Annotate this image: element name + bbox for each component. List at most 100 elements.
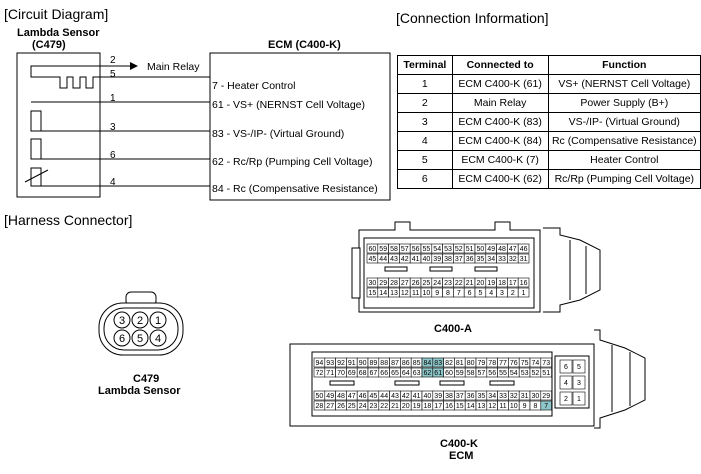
c400a-pin: 17 — [509, 280, 517, 287]
c479-pin: 4 — [155, 333, 161, 345]
connected-to-cell: ECM C400-K (84) — [451, 131, 549, 151]
c400k-pin: 66 — [380, 370, 388, 377]
ecm-wire-vs-minus: 83 - VS-/IP- (Virtual Ground) — [212, 128, 345, 140]
c400a-pin: 57 — [401, 246, 409, 253]
sensor-pin-3: 3 — [110, 122, 116, 133]
c400a-pin: 8 — [446, 290, 450, 297]
c400a-pin: 56 — [412, 246, 420, 253]
c400k-pin: 18 — [424, 403, 432, 410]
ecm-wire-rc-rp: 62 - Rc/Rp (Pumping Cell Voltage) — [212, 156, 373, 168]
c400a-pin: 5 — [478, 290, 482, 297]
c400k-pin: 46 — [359, 393, 367, 400]
c400a-pin: 60 — [369, 246, 377, 253]
c400a-pin: 12 — [401, 290, 409, 297]
c400k-pin: 87 — [391, 360, 399, 367]
c400k-pin: 79 — [478, 360, 486, 367]
c479-pin-circle — [131, 329, 149, 347]
c400k-pin: 56 — [488, 370, 496, 377]
c400k-side-pin-box — [559, 375, 573, 390]
c400a-pin: 24 — [433, 280, 441, 287]
c479-pin: 2 — [137, 315, 143, 327]
c400k-pin: 74 — [532, 360, 540, 367]
c479-sub-label: Lambda Sensor — [98, 385, 181, 397]
c400a-pin: 13 — [390, 290, 398, 297]
c400k-pin: 54 — [510, 370, 518, 377]
c400k-pin: 53 — [521, 370, 529, 377]
function-cell: Power Supply (B+) — [547, 93, 701, 113]
c400a-pin: 54 — [433, 246, 441, 253]
c400k-pin: 62 — [424, 370, 432, 377]
c479-pin-circle — [113, 329, 131, 347]
c400k-side-pin: 3 — [577, 380, 581, 387]
c400k-pin: 91 — [348, 360, 356, 367]
sensor-box — [16, 52, 101, 198]
c400k-pin: 29 — [542, 393, 550, 400]
c400k-pin: 13 — [478, 403, 486, 410]
c400k-pin-box — [540, 400, 552, 411]
c400k-pin: 15 — [456, 403, 464, 410]
c400k-pin: 16 — [445, 403, 453, 410]
c400a-pin: 11 — [412, 290, 419, 297]
c400a-pin: 4 — [489, 290, 493, 297]
ecm-wire-heater: 7 - Heater Control — [212, 80, 296, 92]
function-cell: Rc/Rp (Pumping Cell Voltage) — [547, 169, 701, 189]
c400k-pin: 21 — [391, 403, 399, 410]
c400a-pin: 48 — [498, 246, 506, 253]
c400k-pin: 81 — [456, 360, 464, 367]
c400a-pin: 37 — [455, 256, 463, 263]
c479-pin-circle — [149, 311, 167, 329]
c400k-pin: 12 — [488, 403, 496, 410]
c400a-pin: 30 — [369, 280, 377, 287]
c400k-pin: 22 — [380, 403, 388, 410]
c400a-pin: 33 — [498, 256, 506, 263]
c400k-pin: 32 — [510, 393, 518, 400]
c400k-pin: 82 — [445, 360, 453, 367]
c400k-pin: 30 — [532, 393, 540, 400]
c400a-pin: 31 — [520, 256, 528, 263]
ecm-label: ECM (C400-K) — [268, 39, 341, 51]
ecm-wire-rc: 84 - Rc (Compensative Resistance) — [212, 183, 378, 195]
c400a-pin: 7 — [457, 290, 461, 297]
c400k-pin: 60 — [445, 370, 453, 377]
c400k-pin: 39 — [434, 393, 442, 400]
c400a-pin: 43 — [390, 256, 398, 263]
c400k-pin: 48 — [337, 393, 345, 400]
c400k-pin: 35 — [478, 393, 486, 400]
c400k-pin: 67 — [370, 370, 378, 377]
c400k-pin: 89 — [370, 360, 378, 367]
c479-pin-circle — [131, 311, 149, 329]
harness-connector-title: [Harness Connector] — [4, 212, 133, 228]
c400a-pin: 36 — [466, 256, 474, 263]
c400k-side-pin: 4 — [564, 380, 568, 387]
c400k-pin: 55 — [499, 370, 507, 377]
c400a-pin: 44 — [379, 256, 387, 263]
c400k-sub-label: ECM — [449, 450, 474, 462]
c400k-pin: 61 — [434, 370, 442, 377]
function-cell: Rc (Compensative Resistance) — [547, 131, 701, 151]
c400k-pin: 43 — [391, 393, 399, 400]
c400a-pin: 47 — [509, 246, 517, 253]
c400k-side-pin-box — [572, 359, 586, 374]
c400a-pin: 10 — [423, 290, 431, 297]
sensor-pin-6: 6 — [110, 150, 116, 161]
c400a-pin: 25 — [423, 280, 431, 287]
c400k-pin-box — [540, 357, 552, 368]
sensor-label: Lambda Sensor — [17, 27, 100, 39]
connected-to-cell: ECM C400-K (62) — [451, 169, 549, 189]
c400k-pin: 90 — [359, 360, 367, 367]
c400a-pin: 38 — [444, 256, 452, 263]
c400k-pin: 7 — [544, 403, 548, 410]
c400k-pin: 69 — [348, 370, 356, 377]
c400a-pin: 59 — [379, 246, 387, 253]
c479-pin: 5 — [137, 333, 143, 345]
c479-pin-circle — [149, 329, 167, 347]
c400k-pin: 84 — [424, 360, 432, 367]
c400k-pin: 70 — [337, 370, 345, 377]
c400k-pin: 33 — [499, 393, 507, 400]
c400k-pin: 31 — [521, 393, 529, 400]
c400k-side-pin: 2 — [564, 396, 568, 403]
